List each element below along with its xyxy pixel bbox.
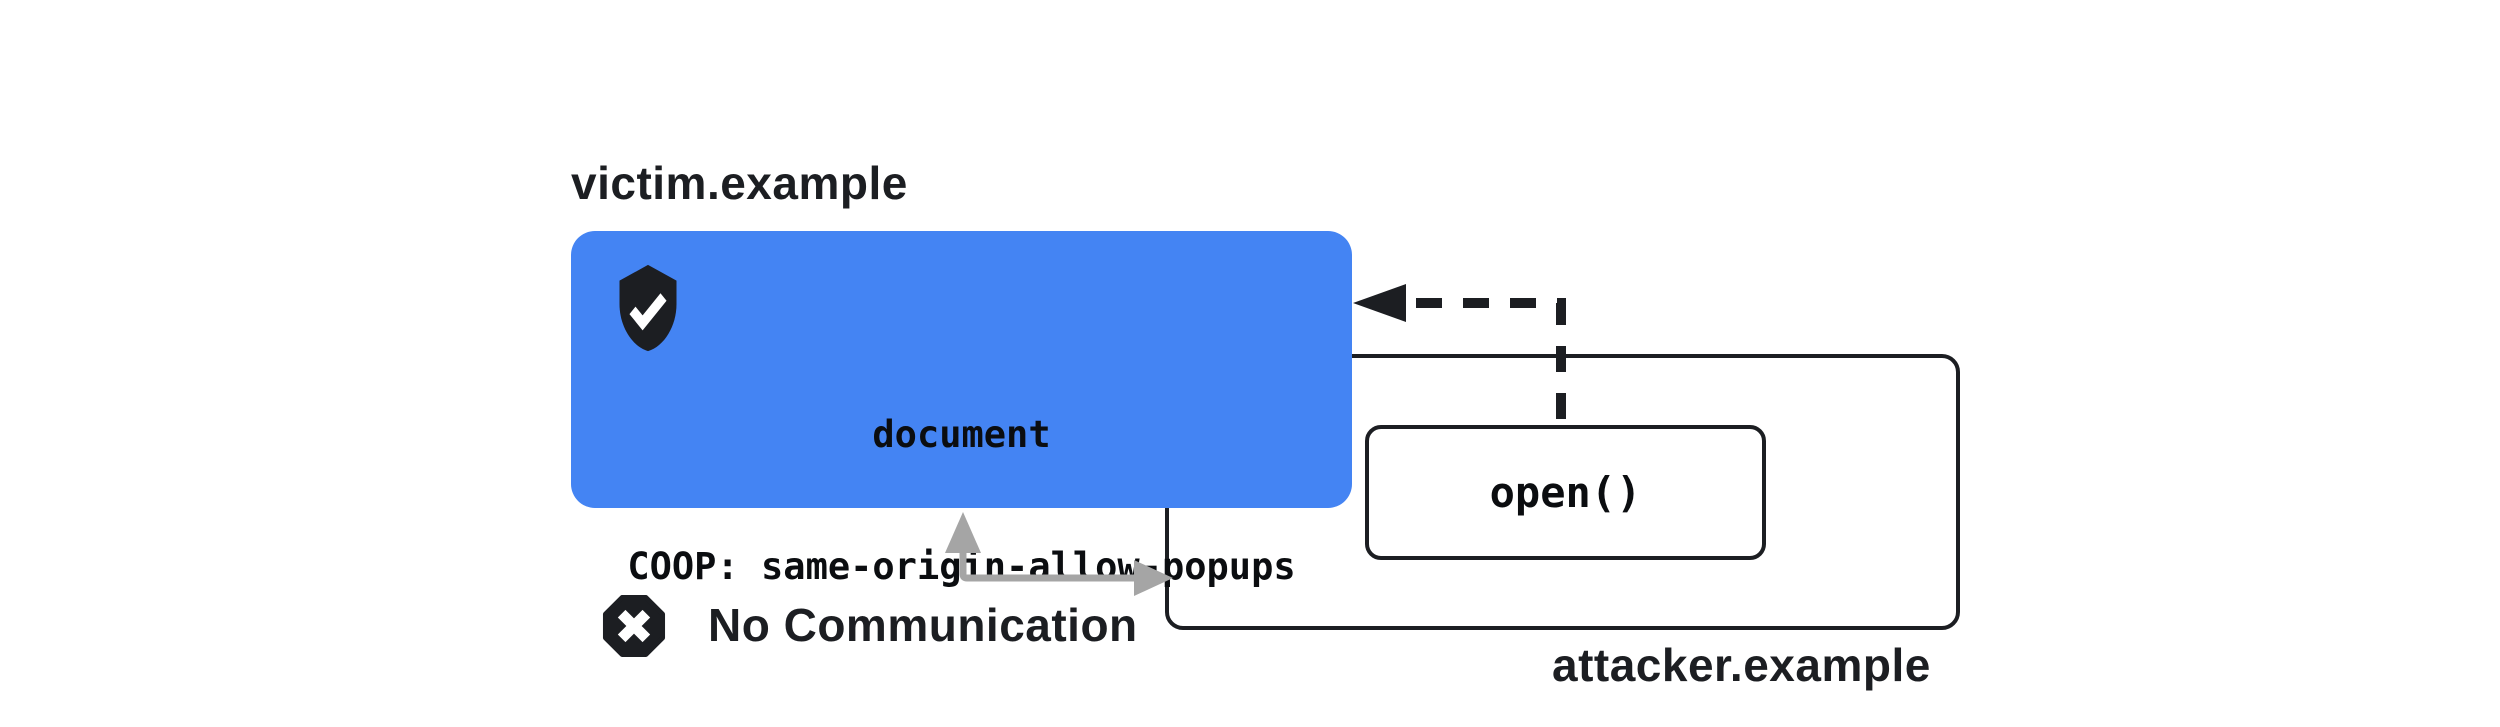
coop-header-line: COOP: same-origin-allow-popups — [627, 545, 1296, 588]
victim-document-box: document COOP: same-origin-allow-popups — [571, 231, 1352, 588]
victim-domain-label: victim.example — [571, 157, 908, 209]
document-line: document — [872, 413, 1051, 456]
open-call-box: open() — [1365, 425, 1766, 560]
open-call-label: open() — [1489, 468, 1642, 517]
attacker-domain-label: attacker.example — [1552, 639, 1931, 691]
dashed-arrowhead-left-icon — [1353, 284, 1406, 322]
blocked-x-icon — [602, 594, 666, 658]
shield-check-icon — [619, 264, 677, 352]
no-communication-label: No Communication — [708, 599, 1138, 651]
